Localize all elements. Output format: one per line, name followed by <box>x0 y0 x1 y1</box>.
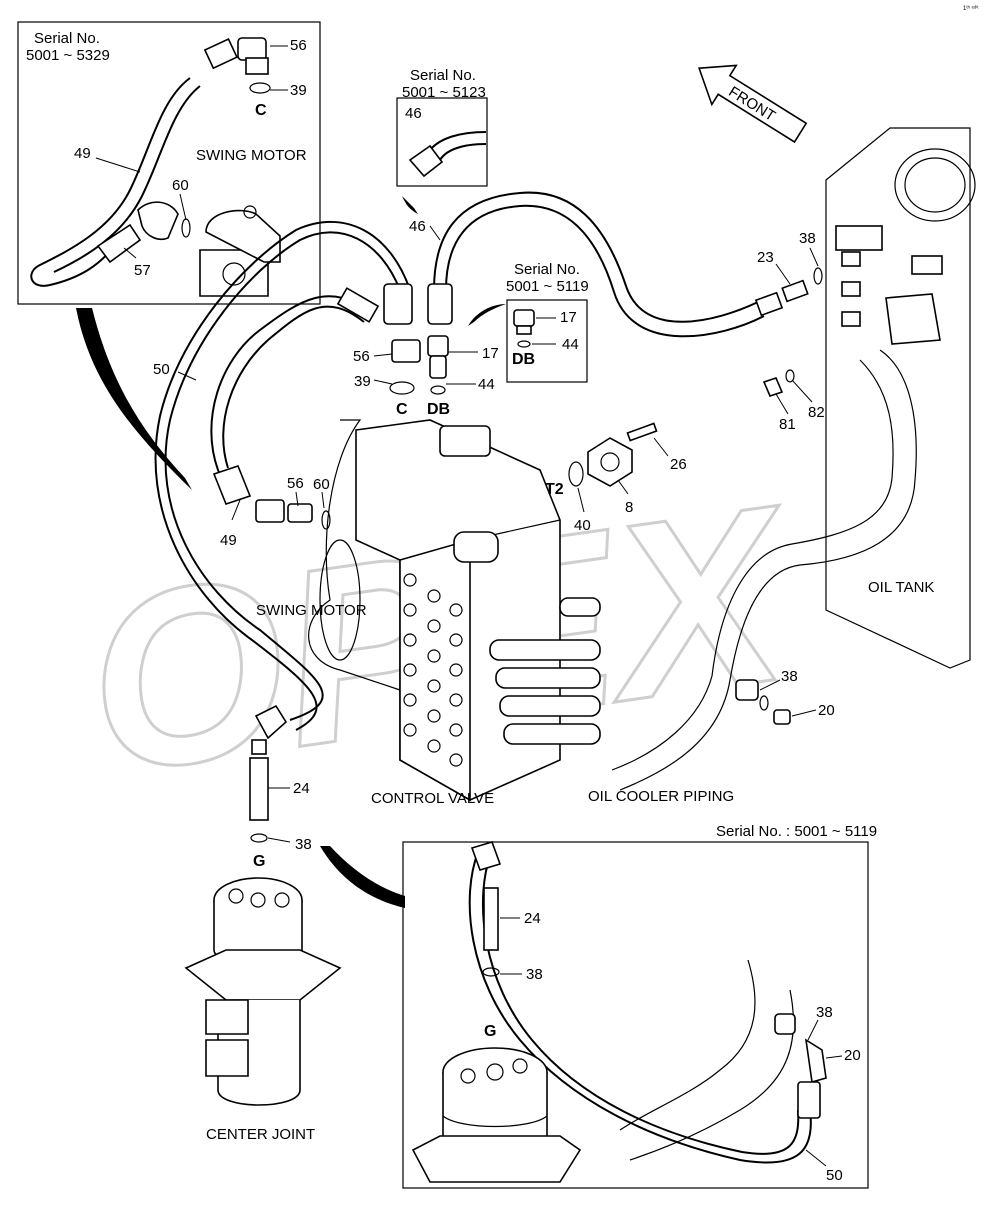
inset-serial-range: 5001 ~ 5123 <box>402 84 486 101</box>
inset-center-joint: Serial No. : 5001 ~ 5119 G 24 38 38 20 5… <box>402 823 877 1189</box>
port-db: DB <box>427 401 450 418</box>
inset-serial-range: 5001 ~ 5119 <box>506 278 589 295</box>
inset-serial-title: Serial No. <box>514 261 580 278</box>
valve-bolts <box>403 573 463 767</box>
inset-callout-57: 57 <box>134 262 151 279</box>
valve-spools <box>489 597 601 745</box>
inset-callout-17: 17 <box>560 309 577 326</box>
callout-24: 24 <box>293 780 310 797</box>
corner-mark: 1ᵗʰ ᵉᵈⁱᵗ <box>963 5 979 12</box>
callout-38-tank: 38 <box>799 230 816 247</box>
callout-26: 26 <box>670 456 687 473</box>
inset-swing-motor: Serial No. 5001 ~ 5329 C SWING MOTOR 56 … <box>17 21 321 305</box>
callout-20: 20 <box>818 702 835 719</box>
inset-callout-38: 38 <box>816 1004 833 1021</box>
front-arrow: FRONT <box>698 64 808 144</box>
oil-tank-label: OIL TANK <box>868 579 934 596</box>
port-t2: T2 <box>545 481 564 498</box>
callout-82: 82 <box>808 404 825 421</box>
inset-callout-50: 50 <box>826 1167 843 1184</box>
oil-cooler-label: OIL COOLER PIPING <box>588 788 734 805</box>
inset-serial-title: Serial No. <box>410 67 476 84</box>
inset-hose-46: Serial No. 5001 ~ 5123 46 <box>396 67 488 187</box>
center-joint-label: CENTER JOINT <box>206 1126 315 1143</box>
callout-46: 46 <box>409 218 426 235</box>
callout-8: 8 <box>625 499 633 516</box>
inset-callout-38-g: 38 <box>526 966 543 983</box>
inset-port-c: C <box>255 102 267 119</box>
inset-callout-49: 49 <box>74 145 91 162</box>
inset-port-g: G <box>484 1023 496 1040</box>
inset-callout-60: 60 <box>172 177 189 194</box>
callout-60: 60 <box>313 476 330 493</box>
inset-callout-46: 46 <box>405 105 422 122</box>
port-g: G <box>253 853 265 870</box>
callout-17: 17 <box>482 345 499 362</box>
port-c: C <box>396 401 408 418</box>
inset-swing-motor-label: SWING MOTOR <box>196 147 307 164</box>
swing-motor-label: SWING MOTOR <box>256 602 367 619</box>
main-diagram: OIL TANK OIL COOLER PIPING <box>76 127 976 1143</box>
inset-serial-label: Serial No. : 5001 ~ 5119 <box>716 823 877 840</box>
inset-callout-39: 39 <box>290 82 307 99</box>
control-valve-label: CONTROL VALVE <box>371 790 494 807</box>
callout-40: 40 <box>574 517 591 534</box>
callout-50: 50 <box>153 361 170 378</box>
callout-23: 23 <box>757 249 774 266</box>
inset-port-db: Serial No. 5001 ~ 5119 DB 17 44 <box>506 261 589 383</box>
callout-38-cooler: 38 <box>781 668 798 685</box>
inset-callout-20: 20 <box>844 1047 861 1064</box>
inset-port-db-label: DB <box>512 351 535 368</box>
inset-callout-56: 56 <box>290 37 307 54</box>
callout-44: 44 <box>478 376 495 393</box>
callout-81: 81 <box>779 416 796 433</box>
inset-callout-24: 24 <box>524 910 541 927</box>
inset-callout-44: 44 <box>562 336 579 353</box>
callout-38-joint: 38 <box>295 836 312 853</box>
callout-56-motor: 56 <box>287 475 304 492</box>
inset-serial-range: 5001 ~ 5329 <box>26 47 110 64</box>
callout-56-valve: 56 <box>353 348 370 365</box>
callout-49: 49 <box>220 532 237 549</box>
callout-39: 39 <box>354 373 371 390</box>
inset-serial-title: Serial No. <box>34 30 100 47</box>
